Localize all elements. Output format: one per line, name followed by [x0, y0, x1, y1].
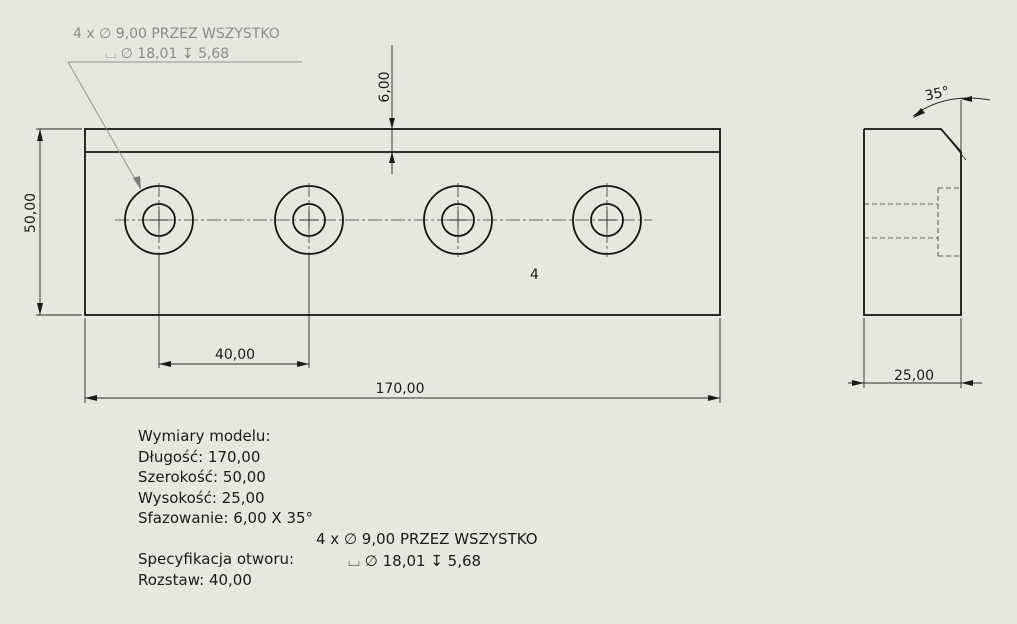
dim-arrow	[708, 395, 720, 401]
note-hole-spec-line2: ⌴ ∅ 18,01 ↧ 5,68	[348, 552, 482, 570]
length-value: 170,00	[376, 381, 425, 397]
chamfer-depth-value: 6,00	[377, 71, 393, 102]
dim-arrow	[85, 395, 97, 401]
callout-leader-arrow	[133, 176, 141, 190]
angle-arrow	[913, 108, 925, 118]
side-view-outline	[863, 128, 962, 316]
hole-1	[124, 183, 194, 257]
dim-arrow	[389, 152, 395, 163]
note-hole-spec: 4 x ∅ 9,00 PRZEZ WSZYSTKO ⌴ ∅ 18,01 ↧ 5,…	[316, 529, 538, 570]
front-view-outline	[84, 128, 721, 316]
front-view: 4	[84, 128, 721, 316]
note-length: Długość: 170,00	[138, 447, 261, 466]
view-label: 4	[530, 267, 539, 283]
note-width: Szerokość: 50,00	[138, 468, 266, 486]
length-dimension: 170,00	[84, 318, 721, 403]
dim-arrow	[37, 303, 43, 315]
note-height: Wysokość: 25,00	[138, 488, 265, 507]
pitch-dimension: 40,00	[158, 254, 310, 368]
side-view: 35° 25,00	[848, 84, 991, 388]
angle-arc	[912, 97, 991, 117]
angle-arrow	[961, 96, 972, 102]
dim-arrow	[852, 380, 864, 386]
angle-extension-line	[940, 128, 967, 161]
note-hole-spec-label: Specyfikacja otworu:	[138, 550, 295, 568]
pitch-value: 40,00	[215, 347, 255, 363]
dim-arrow	[159, 361, 171, 367]
dim-arrow	[389, 118, 395, 129]
height-dimension: 50,00	[23, 128, 82, 316]
note-chamfer: Sfazowanie: 6,00 X 35°	[138, 509, 314, 527]
callout-leader	[67, 61, 140, 187]
dim-arrow	[37, 129, 43, 141]
dim-arrow	[297, 361, 309, 367]
hole-3	[423, 183, 493, 257]
note-hole-spec-line1: 4 x ∅ 9,00 PRZEZ WSZYSTKO	[316, 530, 538, 548]
height-value: 50,00	[23, 193, 39, 233]
model-dimensions-notes: Wymiary modelu: Długość: 170,00 Szerokoś…	[138, 426, 538, 590]
angle-value: 35°	[923, 84, 951, 105]
chamfer-depth-dimension: 6,00	[377, 45, 395, 174]
hole-4	[572, 183, 642, 257]
dim-arrow	[961, 380, 973, 386]
thickness-value: 25,00	[894, 368, 934, 384]
hole-callout: 4 x ∅ 9,00 PRZEZ WSZYSTKO ⌴ ∅ 18,01 ↧ 5,…	[67, 26, 302, 190]
note-spacing: Rozstaw: 40,00	[138, 570, 252, 589]
hole-callout-line2: ⌴ ∅ 18,01 ↧ 5,68	[105, 46, 229, 62]
notes-title: Wymiary modelu:	[138, 427, 271, 445]
hole-callout-line1: 4 x ∅ 9,00 PRZEZ WSZYSTKO	[73, 26, 280, 42]
